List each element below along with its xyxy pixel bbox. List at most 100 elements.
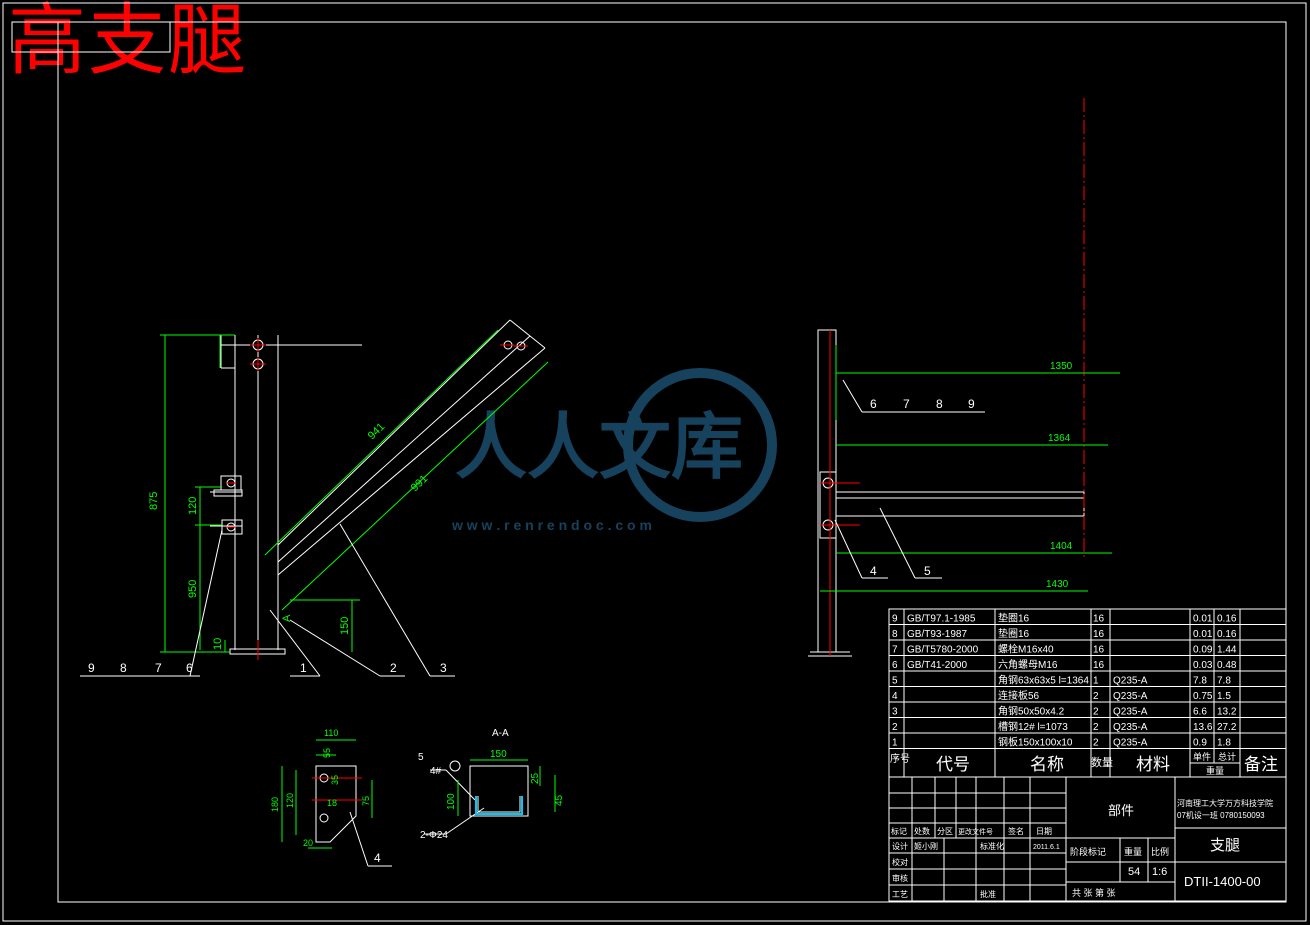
drawing-title: 高支腿 [8, 0, 249, 86]
class-info: 07机设一班 0780150093 [1177, 810, 1265, 820]
dim-18: 18 [327, 798, 337, 808]
bom-cell-no: 1 [892, 738, 898, 749]
dim-10: 10 [212, 638, 224, 650]
approve-label: 批准 [980, 889, 996, 899]
bom-cell-unit: 6.6 [1193, 707, 1207, 718]
front-view-leaders [80, 523, 455, 677]
title-corner-box [11, 21, 171, 53]
watermark-url: w w w . r e n r e n d o c . c o m [451, 517, 652, 533]
dim-1364: 1364 [1048, 433, 1071, 444]
bom-cell-no: 6 [892, 660, 898, 671]
front-view-dim-text: 875 941 991 120 950 10 150 A [148, 421, 430, 650]
aa-note-holes: 2-Φ24 [420, 830, 448, 841]
side-view-balloons: 6 7 8 9 4 5 [870, 397, 975, 578]
bom-cell-qty: 16 [1093, 614, 1105, 625]
bom-header-weight: 重量 [1206, 765, 1224, 776]
title-block-grid [888, 776, 1287, 902]
dim-150-aa: 150 [490, 749, 507, 760]
drawing-name: 支腿 [1210, 837, 1240, 854]
stage-header-scale: 比例 [1151, 846, 1169, 857]
dim-941: 941 [366, 421, 388, 442]
side-view [808, 329, 1085, 657]
bom-cell-total: 1.8 [1217, 738, 1231, 749]
bom-cell-qty: 2 [1093, 691, 1099, 702]
dim-75: 75 [361, 796, 371, 806]
bom-cell-code: GB/T93-1987 [907, 629, 967, 640]
dim-1430: 1430 [1046, 579, 1069, 590]
design-date: 2011.6.1 [1033, 844, 1060, 851]
rev-header-sign: 签名 [1008, 826, 1024, 836]
bom-cell-material: Q235-A [1113, 691, 1148, 702]
dim-55: 55 [322, 748, 332, 758]
bom-cell-total: 13.2 [1217, 707, 1237, 718]
bom-cell-total: 0.16 [1217, 614, 1237, 625]
balloon-3: 3 [440, 661, 447, 675]
bom-cell-name: 六角螺母M16 [998, 659, 1058, 671]
bom-cell-name: 角钢63x63x5 l=1364 [998, 674, 1089, 687]
balloon-6: 6 [186, 661, 193, 675]
detail-plate [315, 765, 392, 867]
bom-cell-qty: 16 [1093, 660, 1105, 671]
section-aa-text: A-A 150 25 45 100 5 4# 2-Φ24 [418, 728, 565, 841]
balloon-side-6: 6 [870, 397, 877, 411]
bom-header-code: 代号 [936, 755, 970, 774]
bom-header-remark: 备注 [1244, 755, 1278, 774]
detail-plate-dims [281, 739, 373, 849]
side-view-centerlines [820, 98, 1085, 656]
front-view-dimensions [160, 329, 549, 653]
balloon-side-5: 5 [924, 564, 931, 578]
bom-cell-no: 5 [892, 676, 898, 687]
section-aa-label: A-A [492, 728, 509, 739]
sheets-info: 共 张 第 张 [1072, 887, 1116, 898]
bom-cell-name: 角钢50x50x4.2 [998, 705, 1065, 718]
section-mark-a: A [281, 614, 293, 622]
rev-header-zone: 分区 [937, 827, 953, 836]
dim-1350: 1350 [1050, 361, 1073, 372]
dim-110: 110 [324, 728, 338, 738]
scale-value: 1:6 [1152, 866, 1167, 878]
bom-cell-code: GB/T41-2000 [907, 660, 967, 671]
balloon-side-4: 4 [870, 564, 877, 578]
watermark-circle [623, 368, 777, 522]
title-block-text: 部件 河南理工大学万方科技学院 07机设一班 0780150093 支腿 DTI… [891, 798, 1273, 899]
bom-cell-total: 0.16 [1217, 629, 1237, 640]
role-check: 校对 [892, 857, 908, 867]
detail-plate-dim-text: 110 55 35 180 120 18 75 20 [270, 728, 371, 848]
rev-header-doc: 更改文件号 [958, 827, 993, 836]
standardization: 标准化 [980, 841, 1004, 851]
bom-cell-name: 垫圈16 [998, 627, 1030, 640]
bom-cell-name: 连接板56 [998, 689, 1040, 702]
bom-cell-qty: 2 [1093, 722, 1099, 733]
bom-cell-unit: 0.9 [1193, 738, 1207, 749]
school-name: 河南理工大学万方科技学院 [1177, 798, 1273, 808]
dim-991: 991 [409, 473, 431, 494]
bom-header-unit: 单件 [1193, 751, 1211, 762]
dim-45: 45 [554, 794, 565, 806]
watermark-text: 人人文库 [455, 405, 743, 489]
bom-cell-material: Q235-A [1113, 676, 1148, 687]
dim-100: 100 [446, 793, 457, 810]
bom-cell-unit: 0.01 [1193, 629, 1213, 640]
bom-header: 序号 代号 名称 数量 材料 单件 总计 重量 备注 [890, 751, 1278, 776]
bom-cell-name: 垫圈16 [998, 612, 1030, 625]
dim-120: 120 [187, 497, 199, 515]
bom-cell-name: 钢板150x100x10 [998, 736, 1073, 749]
inner-frame [57, 21, 1287, 903]
bom-cell-material: Q235-A [1113, 738, 1148, 749]
dim-35: 35 [330, 775, 340, 785]
drawing-number: DTII-1400-00 [1184, 874, 1261, 889]
bom-cell-qty: 2 [1093, 707, 1099, 718]
bom-cell-total: 1.44 [1217, 645, 1237, 656]
section-aa-hatch [475, 796, 523, 815]
side-view-dimensions [820, 345, 1120, 592]
bom-cell-unit: 0.75 [1193, 691, 1213, 702]
balloon-side-9: 9 [968, 397, 975, 411]
detail-plate-centerlines [312, 777, 362, 801]
bom-cell-total: 0.48 [1217, 660, 1237, 671]
weight-value: 54 [1128, 866, 1140, 878]
side-view-leaders [834, 379, 985, 579]
balloon-7: 7 [155, 661, 162, 675]
bom-header-total: 总计 [1218, 751, 1236, 762]
dim-150: 150 [339, 617, 351, 635]
